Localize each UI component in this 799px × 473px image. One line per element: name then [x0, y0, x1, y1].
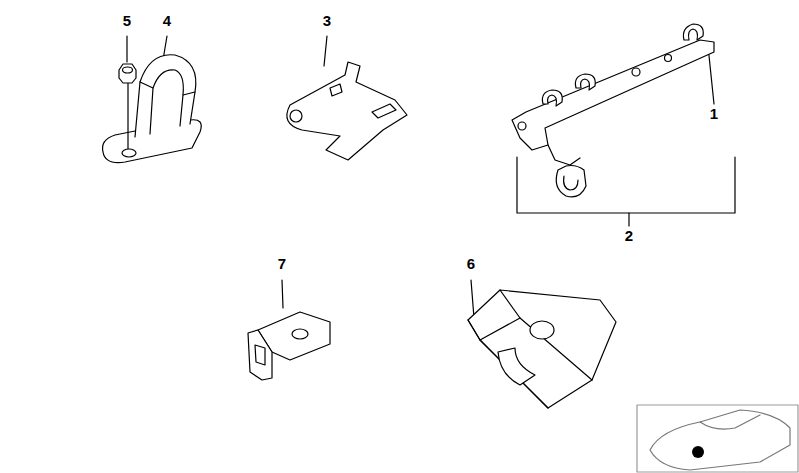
- leader-lines: [127, 36, 735, 318]
- callout-number: 5: [123, 13, 131, 29]
- callout-number: 2: [625, 228, 633, 244]
- small-bracket-part: [248, 312, 330, 380]
- callout-number: 4: [163, 13, 171, 29]
- rail-part: [512, 24, 714, 197]
- bracket-part: [287, 62, 407, 160]
- callout-number: 6: [467, 256, 475, 272]
- holder-part: [468, 290, 616, 408]
- car-thumbnail: [637, 405, 798, 472]
- clamp-part: [103, 55, 202, 163]
- callout-number: 3: [323, 13, 331, 29]
- nut-part: [119, 64, 136, 83]
- callout-number: 7: [278, 256, 286, 272]
- callout-number: 1: [710, 106, 718, 122]
